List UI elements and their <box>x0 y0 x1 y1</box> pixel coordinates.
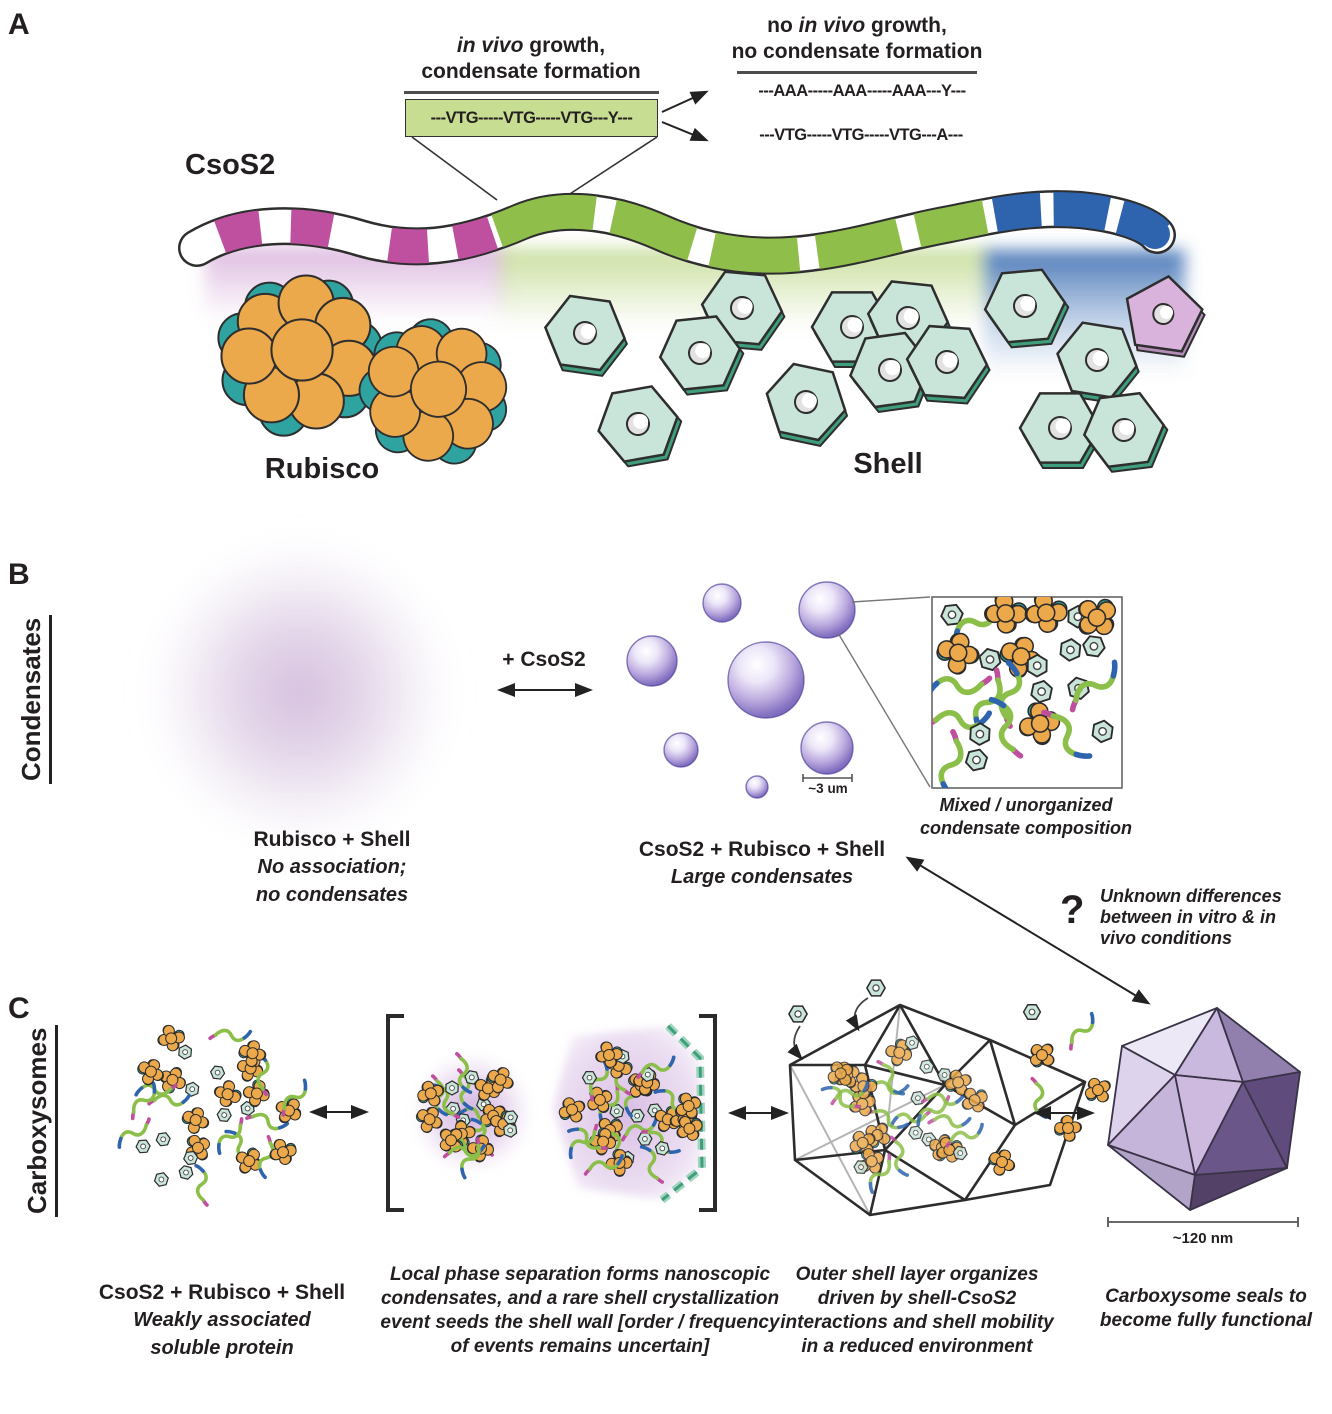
bad-heading-rest: growth, <box>865 14 947 37</box>
panel-c-label: C <box>8 992 30 1025</box>
step1-caption-line2: soluble protein <box>150 1337 294 1359</box>
vtg-sequence-box: ---VTG-----VTG-----VTG---Y--- <box>405 99 658 137</box>
scale-120nm-label: ~120 nm <box>1172 1230 1234 1247</box>
protein-hex <box>581 1070 598 1085</box>
callout-lines <box>411 136 658 206</box>
protein-hex <box>177 1043 193 1061</box>
good-heading-rest: growth, <box>523 34 606 57</box>
inset-callout-lines <box>837 596 931 788</box>
plus-csos2-label: + CsoS2 <box>502 648 586 671</box>
protein-hex <box>208 1063 227 1083</box>
bad-heading-pre: no <box>767 14 799 37</box>
unknown-line3: vivo conditions <box>1100 928 1233 948</box>
step2-caption-line3: event seeds the shell wall [order / freq… <box>380 1312 780 1333</box>
blob-caption-line2: no condensates <box>255 884 409 906</box>
step3-caption-line4: in a reduced environment <box>801 1336 1033 1357</box>
protein-hex <box>135 1139 152 1154</box>
no-condensate-blob <box>132 524 468 860</box>
scalebar-3um <box>802 774 853 782</box>
protein-rub <box>274 1095 304 1125</box>
inset-caption-line2: condensate composition <box>919 818 1133 838</box>
condensate-droplets <box>626 581 856 799</box>
rubisco-label: Rubisco <box>264 453 380 485</box>
soluble-protein-mix <box>112 1017 317 1207</box>
incoming-hexamers <box>787 979 886 1061</box>
unknown-line1: Unknown differences <box>1100 886 1282 906</box>
step3-caption-line2: driven by shell-CsoS2 <box>817 1288 1017 1309</box>
blob-caption-title: Rubisco + Shell <box>253 828 411 851</box>
question-mark: ? <box>1060 888 1085 932</box>
carboxysomes-side-label: Carboxysomes <box>22 1024 58 1217</box>
sequence-arrows <box>661 90 709 142</box>
crystallized-shell-wall <box>659 1023 707 1204</box>
ctd-blue-segments <box>188 192 1171 273</box>
protein-hex <box>637 1131 653 1146</box>
bracket-right <box>699 1014 717 1212</box>
panel-b-label: B <box>8 558 30 591</box>
good-heading-line2: condensate formation <box>421 60 641 83</box>
csos2-chain <box>178 190 1176 275</box>
assembling-carboxysome <box>787 979 1113 1217</box>
good-heading-underline <box>404 91 659 94</box>
droplets-caption-title: CsoS2 + Rubisco + Shell <box>638 838 886 861</box>
bracket-left <box>386 1014 404 1212</box>
protein-rub <box>135 1056 166 1088</box>
protein-rub <box>211 1077 245 1111</box>
unknown-line2: between in vitro & in <box>1100 907 1277 927</box>
aaa-sequence: ---AAA-----AAA-----AAA---Y--- <box>758 82 966 100</box>
vtg-sequence: ---VTG-----VTG-----VTG---Y--- <box>430 108 633 127</box>
step2-caption-line2: condensates, and a rare shell crystalliz… <box>380 1288 780 1309</box>
inset-caption-line1: Mixed / unorganized <box>939 795 1113 815</box>
droplets-caption-line1: Large condensates <box>670 866 854 888</box>
protein-rub <box>266 1135 300 1168</box>
protein-hex <box>215 1105 234 1125</box>
shell-label: Shell <box>853 448 923 480</box>
step4-caption-line1: Carboxysome seals to <box>1105 1286 1307 1307</box>
step3-caption-line1: Outer shell layer organizes <box>795 1264 1039 1285</box>
step2-caption-line1: Local phase separation forms nanoscopic <box>389 1264 771 1285</box>
protein-hex <box>153 1129 173 1150</box>
protein-hex <box>176 1162 196 1183</box>
panel-a-label: A <box>8 8 30 41</box>
assembling-carboxysome-cargo <box>820 1032 990 1194</box>
protein-hex <box>909 1088 927 1108</box>
good-heading-line1: in vivo growth, <box>457 34 605 58</box>
protein-sq <box>208 1117 253 1156</box>
blob-caption-line1: No association; <box>257 856 407 878</box>
step4-caption-line2: become fully functional <box>1099 1310 1313 1331</box>
step1-caption-line1: Weakly associated <box>133 1309 311 1331</box>
step1-caption-title: CsoS2 + Rubisco + Shell <box>98 1281 346 1304</box>
protein-hex <box>184 1080 200 1098</box>
csos2-label: CsoS2 <box>185 149 276 181</box>
protein-rub <box>157 1065 188 1096</box>
good-heading-italic: in vivo <box>456 34 524 57</box>
protein-rub <box>179 1104 212 1137</box>
protein-hex <box>917 1056 937 1077</box>
scalebar-120nm <box>1107 1217 1299 1227</box>
bad-heading-underline <box>737 71 977 74</box>
bad-heading-line2: no condensate formation <box>731 40 983 63</box>
bad-heading-italic: in vivo <box>798 14 866 37</box>
condensates-side-label: Condensates <box>16 614 52 784</box>
scale-3um-label: ~3 um <box>808 781 848 796</box>
protein-hex <box>445 1080 459 1096</box>
bad-heading-line1: no in vivo growth, <box>767 14 947 38</box>
step2-caption-line4: of events remains uncertain] <box>450 1336 710 1357</box>
sealed-carboxysome <box>1107 1007 1301 1211</box>
protein-hex <box>151 1169 172 1190</box>
step3-caption-line3: interactions and shell mobility <box>780 1312 1054 1333</box>
vtg-a-sequence: ---VTG-----VTG-----VTG---A--- <box>759 126 963 144</box>
in-vitro-in-vivo-arrow <box>905 856 1151 1005</box>
